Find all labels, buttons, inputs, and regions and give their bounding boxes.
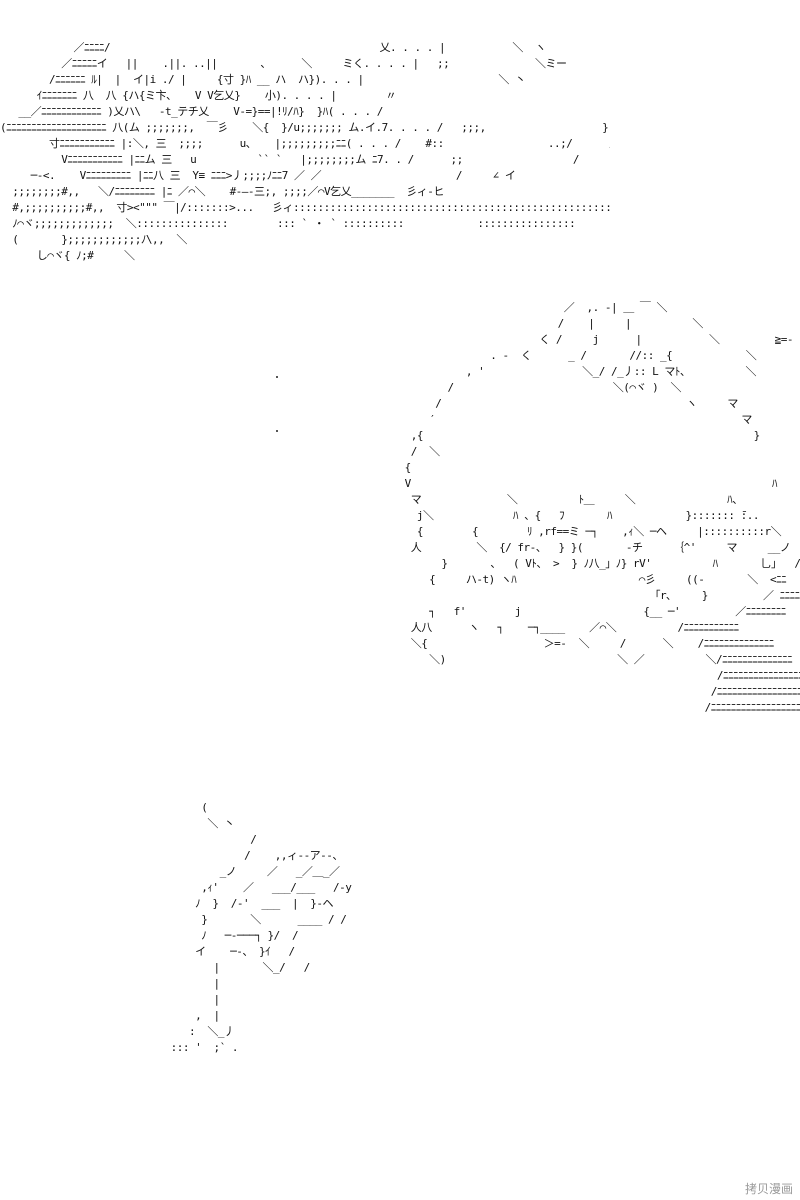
stray-dot-1 <box>276 376 278 378</box>
ascii-art-middle-figure: ／ ,. ‐| ＿ ￣ ＼ / | | ＼ く / j | ＼ ≧=‐ . ‐ … <box>404 301 800 714</box>
ascii-art-top-scene: ／ﾆﾆﾆﾆ/ 乂. . . . | ＼ ヽ ／ﾆﾆﾆﾆﾆイ || .||. ..… <box>0 41 610 262</box>
watermark: 拷贝漫画 <box>741 1179 796 1198</box>
ascii-art-bottom-hand: ( ＼ 丶 / / ,,ィ‐‐ア‐‐、 _ノ ／ _／＿_／ ,ｨ' ／ ___… <box>170 801 352 1054</box>
stray-dot-2 <box>276 430 278 432</box>
